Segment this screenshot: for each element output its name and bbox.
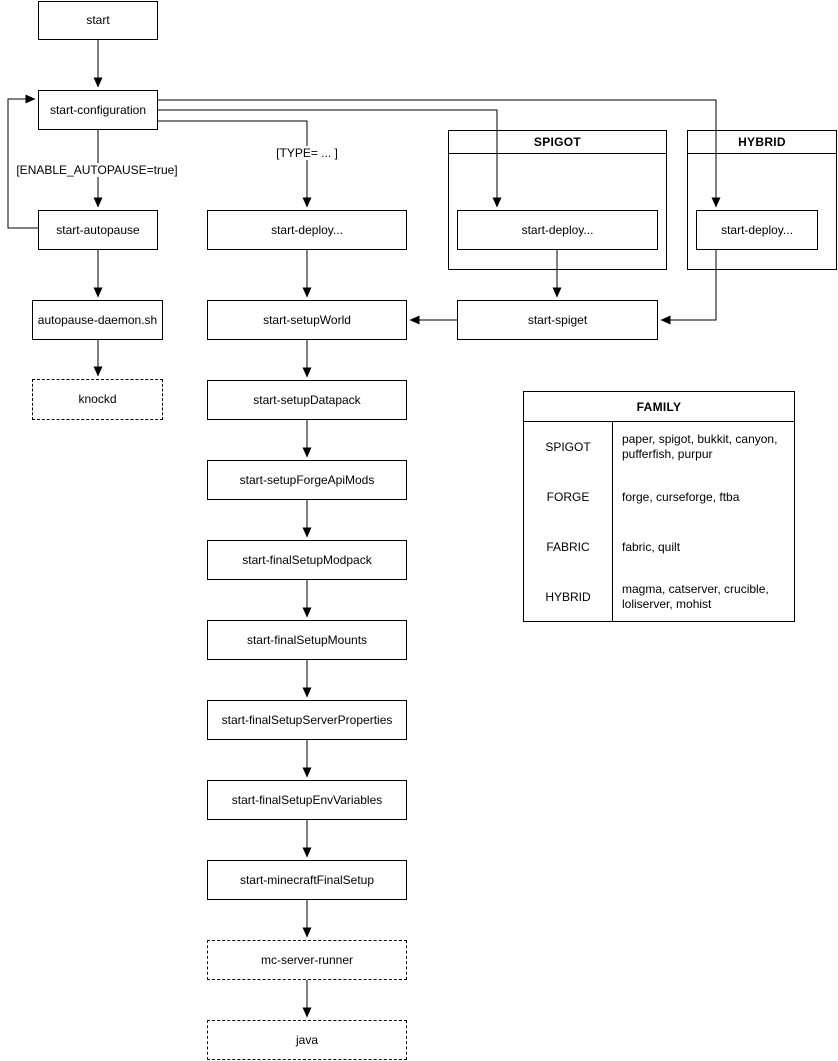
node-start-configuration: start-configuration xyxy=(38,90,158,130)
node-start-final-setup-env-variables: start-finalSetupEnvVariables xyxy=(207,780,407,820)
node-start-deploy-hybrid: start-deploy... xyxy=(696,210,818,250)
node-start: start xyxy=(38,1,158,40)
node-knockd: knockd xyxy=(32,379,163,420)
node-mc-server-runner: mc-server-runner xyxy=(207,940,407,980)
edge-label-enable-autopause: [ENABLE_AUTOPAUSE=true] xyxy=(14,163,180,177)
group-hybrid: HYBRID xyxy=(687,130,837,270)
family-table: FAMILY SPIGOT paper, spigot, bukkit, can… xyxy=(523,391,795,622)
edge-label-type: [TYPE= ... ] xyxy=(274,146,340,160)
node-java: java xyxy=(207,1020,407,1060)
group-spigot: SPIGOT xyxy=(448,130,667,270)
edge-configuration-to-deploy-hybrid xyxy=(158,99,721,208)
node-start-deploy-main: start-deploy... xyxy=(207,210,407,250)
edge-configuration-to-deploy-main xyxy=(158,120,312,208)
family-row-hybrid: HYBRID magma, catserver, crucible, lolis… xyxy=(524,572,794,622)
family-name: FABRIC xyxy=(524,522,613,572)
group-spigot-title: SPIGOT xyxy=(449,131,666,154)
family-name: FORGE xyxy=(524,472,613,522)
family-table-body: SPIGOT paper, spigot, bukkit, canyon, pu… xyxy=(524,422,794,622)
node-start-final-setup-mounts: start-finalSetupMounts xyxy=(207,620,407,660)
node-autopause-daemon: autopause-daemon.sh xyxy=(32,300,163,340)
family-row-forge: FORGE forge, curseforge, ftba xyxy=(524,472,794,522)
family-row-fabric: FABRIC fabric, quilt xyxy=(524,522,794,572)
node-start-setup-datapack: start-setupDatapack xyxy=(207,380,407,420)
node-start-final-setup-modpack: start-finalSetupModpack xyxy=(207,540,407,580)
edge-autopause-loop-to-configuration xyxy=(7,94,38,229)
node-start-setup-world: start-setupWorld xyxy=(207,300,407,340)
family-values: paper, spigot, bukkit, canyon, pufferfis… xyxy=(622,432,778,461)
family-table-title: FAMILY xyxy=(524,392,794,422)
node-start-final-setup-server-properties: start-finalSetupServerProperties xyxy=(207,700,407,740)
node-start-spiget: start-spiget xyxy=(457,300,658,340)
family-name: HYBRID xyxy=(524,572,613,622)
node-start-autopause: start-autopause xyxy=(38,210,158,250)
node-start-deploy-spigot: start-deploy... xyxy=(457,210,658,250)
family-values: magma, catserver, crucible, loliserver, … xyxy=(622,582,769,611)
node-start-minecraft-final-setup: start-minecraftFinalSetup xyxy=(207,860,407,900)
family-values: fabric, quilt xyxy=(622,539,681,554)
family-row-spigot: SPIGOT paper, spigot, bukkit, canyon, pu… xyxy=(524,422,794,472)
edge-deploy-hybrid-to-spiget xyxy=(660,250,717,325)
family-values: forge, curseforge, ftba xyxy=(622,489,740,504)
group-hybrid-title: HYBRID xyxy=(688,131,836,154)
family-name: SPIGOT xyxy=(524,422,613,472)
edge-configuration-to-deploy-spigot xyxy=(158,109,502,208)
node-start-setup-forge-api-mods: start-setupForgeApiMods xyxy=(207,460,407,500)
